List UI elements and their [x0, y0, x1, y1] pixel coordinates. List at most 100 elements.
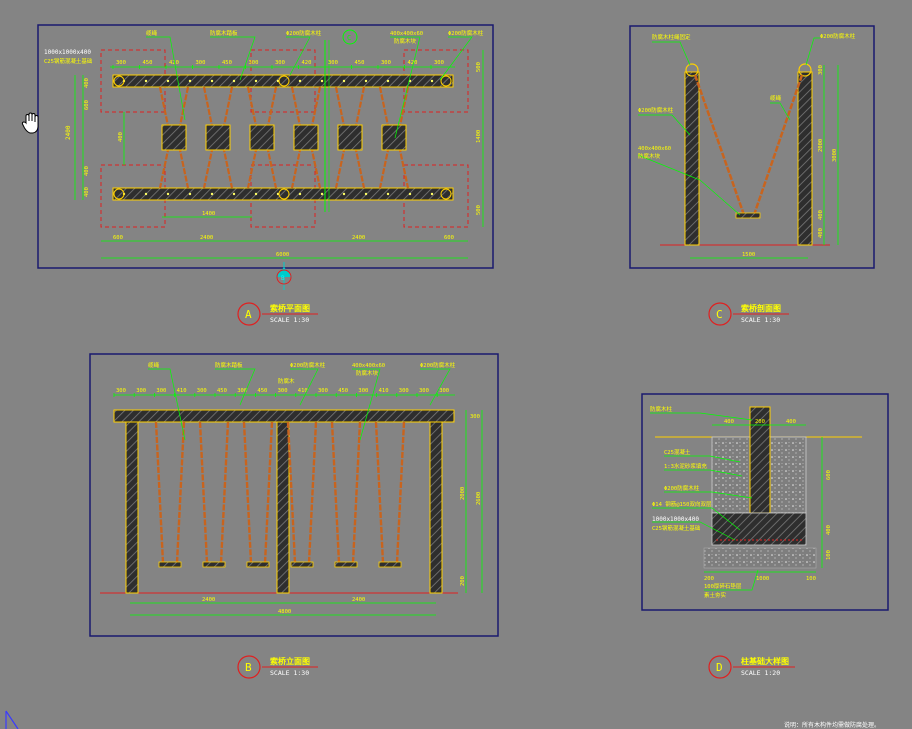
rope-segment	[374, 421, 385, 564]
rope-segment	[246, 86, 258, 189]
title-bubble-d	[708, 655, 732, 679]
anchor-dot	[232, 79, 236, 83]
dim-a-right-2: 500	[476, 205, 482, 215]
dim-b-top: 410	[177, 388, 187, 394]
note-b-block-sub: 防腐木块	[356, 369, 379, 377]
anchor-dot	[430, 79, 434, 83]
post-c-right	[797, 71, 813, 246]
dim-a-top: 300	[434, 60, 444, 66]
drawing-c-section[interactable]: 1500 300 2000 400 400 3000 防腐木柱绳固定 Φ200防…	[629, 25, 875, 326]
section-marker-c[interactable]	[342, 29, 358, 45]
plank	[205, 124, 231, 151]
note-a-block-sub: 防腐木块	[394, 37, 417, 45]
note-a-block: 400x400x60	[390, 31, 423, 37]
plank	[293, 124, 319, 151]
anchor-dot	[166, 192, 170, 196]
dim-d-bottom-0: 200	[704, 576, 714, 582]
rope-segment	[351, 421, 362, 564]
note-b-rope: 缆绳	[148, 361, 160, 369]
note-b-pipe: Φ200防腐木柱	[290, 361, 326, 369]
dim-d-top-2: 400	[786, 419, 796, 425]
dim-a-top: 300	[381, 60, 391, 66]
dim-a-top: 300	[249, 60, 259, 66]
dim-b-right-1: 200	[460, 576, 466, 586]
note-a-pipe-right: Φ200防腐木柱	[448, 29, 484, 37]
beam-bottom-a	[112, 187, 454, 201]
section-bubble-b-label: B	[281, 275, 285, 282]
rope-segment	[310, 86, 322, 189]
rope-segment	[242, 421, 253, 564]
dim-b-top: 300	[278, 388, 288, 394]
dim-d-right-0: 600	[826, 470, 832, 480]
rope-segment	[263, 421, 274, 564]
dim-c-right-1: 2000	[818, 139, 824, 152]
rope-segment	[266, 86, 278, 189]
dim-b-top: 300	[419, 388, 429, 394]
note-d-mortar: 1:3水泥砂浆填充	[664, 462, 707, 470]
rope-segment	[154, 421, 165, 564]
title-letter-a: A	[245, 308, 252, 321]
plank-c	[735, 212, 761, 219]
anchor-dot	[298, 192, 302, 196]
section-bubble-b[interactable]: B	[276, 262, 292, 290]
anchor-dot	[430, 192, 434, 196]
dim-a-top: 420	[169, 60, 179, 66]
note-c-pipe: Φ200防腐木柱	[638, 106, 674, 114]
gravel-d	[703, 547, 817, 569]
scale-a: SCALE 1:30	[270, 316, 309, 324]
title-letter-d: D	[716, 661, 723, 674]
anchor-dot	[364, 79, 368, 83]
anchor-dot	[342, 79, 346, 83]
dim-b-top: 450	[217, 388, 227, 394]
dim-d-right-1: 400	[826, 525, 832, 535]
dim-a-bottom-0: 600	[113, 235, 123, 241]
anchor-dot	[298, 79, 302, 83]
scale-c: SCALE 1:30	[741, 316, 780, 324]
dim-a-left-1: 600	[84, 100, 90, 110]
note-d-soil: 素土夯实	[704, 591, 727, 599]
dim-a-top: 300	[328, 60, 338, 66]
note-c-top-right: Φ200防腐木柱	[820, 32, 856, 40]
note-d-top: 防腐木柱	[650, 405, 673, 413]
leaders-c	[637, 37, 820, 216]
title-b: 索桥立面图	[270, 656, 310, 666]
drawing-d-footing[interactable]: 400 200 400 600 400 100 200 1000 100 防腐木…	[641, 393, 889, 679]
rope-segment	[219, 421, 230, 564]
note-c-block-sub: 防腐木块	[638, 152, 661, 160]
dim-a-left-0: 400	[84, 78, 90, 88]
dim-c-right-total: 3000	[832, 149, 838, 162]
anchor-dot	[254, 79, 258, 83]
post-top	[440, 75, 452, 87]
dim-b-top: 300	[318, 388, 328, 394]
note-b-plank: 防腐木踏板	[215, 361, 243, 369]
rope-segment	[222, 86, 234, 189]
anchor-dot	[210, 79, 214, 83]
dim-b-top-right: 300	[470, 414, 480, 420]
note-a-footing-sub: C25钢筋混凝土基础	[44, 57, 93, 65]
dim-b-top: 410	[298, 388, 308, 394]
plank	[249, 124, 275, 151]
rope-segment	[334, 86, 346, 189]
rope-c-left	[693, 74, 746, 216]
beam-b	[113, 409, 455, 423]
post-b-right	[429, 421, 443, 594]
rope-segment	[354, 86, 366, 189]
dim-a-top: 300	[275, 60, 285, 66]
post-top	[278, 188, 290, 200]
dim-b-top: 450	[338, 388, 348, 394]
title-bubble-b	[237, 655, 261, 679]
note-d-c25: C25混凝土	[664, 448, 691, 456]
title-d: 柱基础大样图	[741, 656, 789, 666]
post-top	[440, 188, 452, 200]
footing-d	[711, 512, 807, 546]
anchor-dot	[386, 79, 390, 83]
anchor-dot	[232, 192, 236, 196]
dim-a-bottom-3: 600	[444, 235, 454, 241]
dim-c-bottom: 1500	[742, 252, 755, 258]
dim-a-mid: 400	[118, 132, 124, 142]
post-c-left	[684, 71, 700, 246]
